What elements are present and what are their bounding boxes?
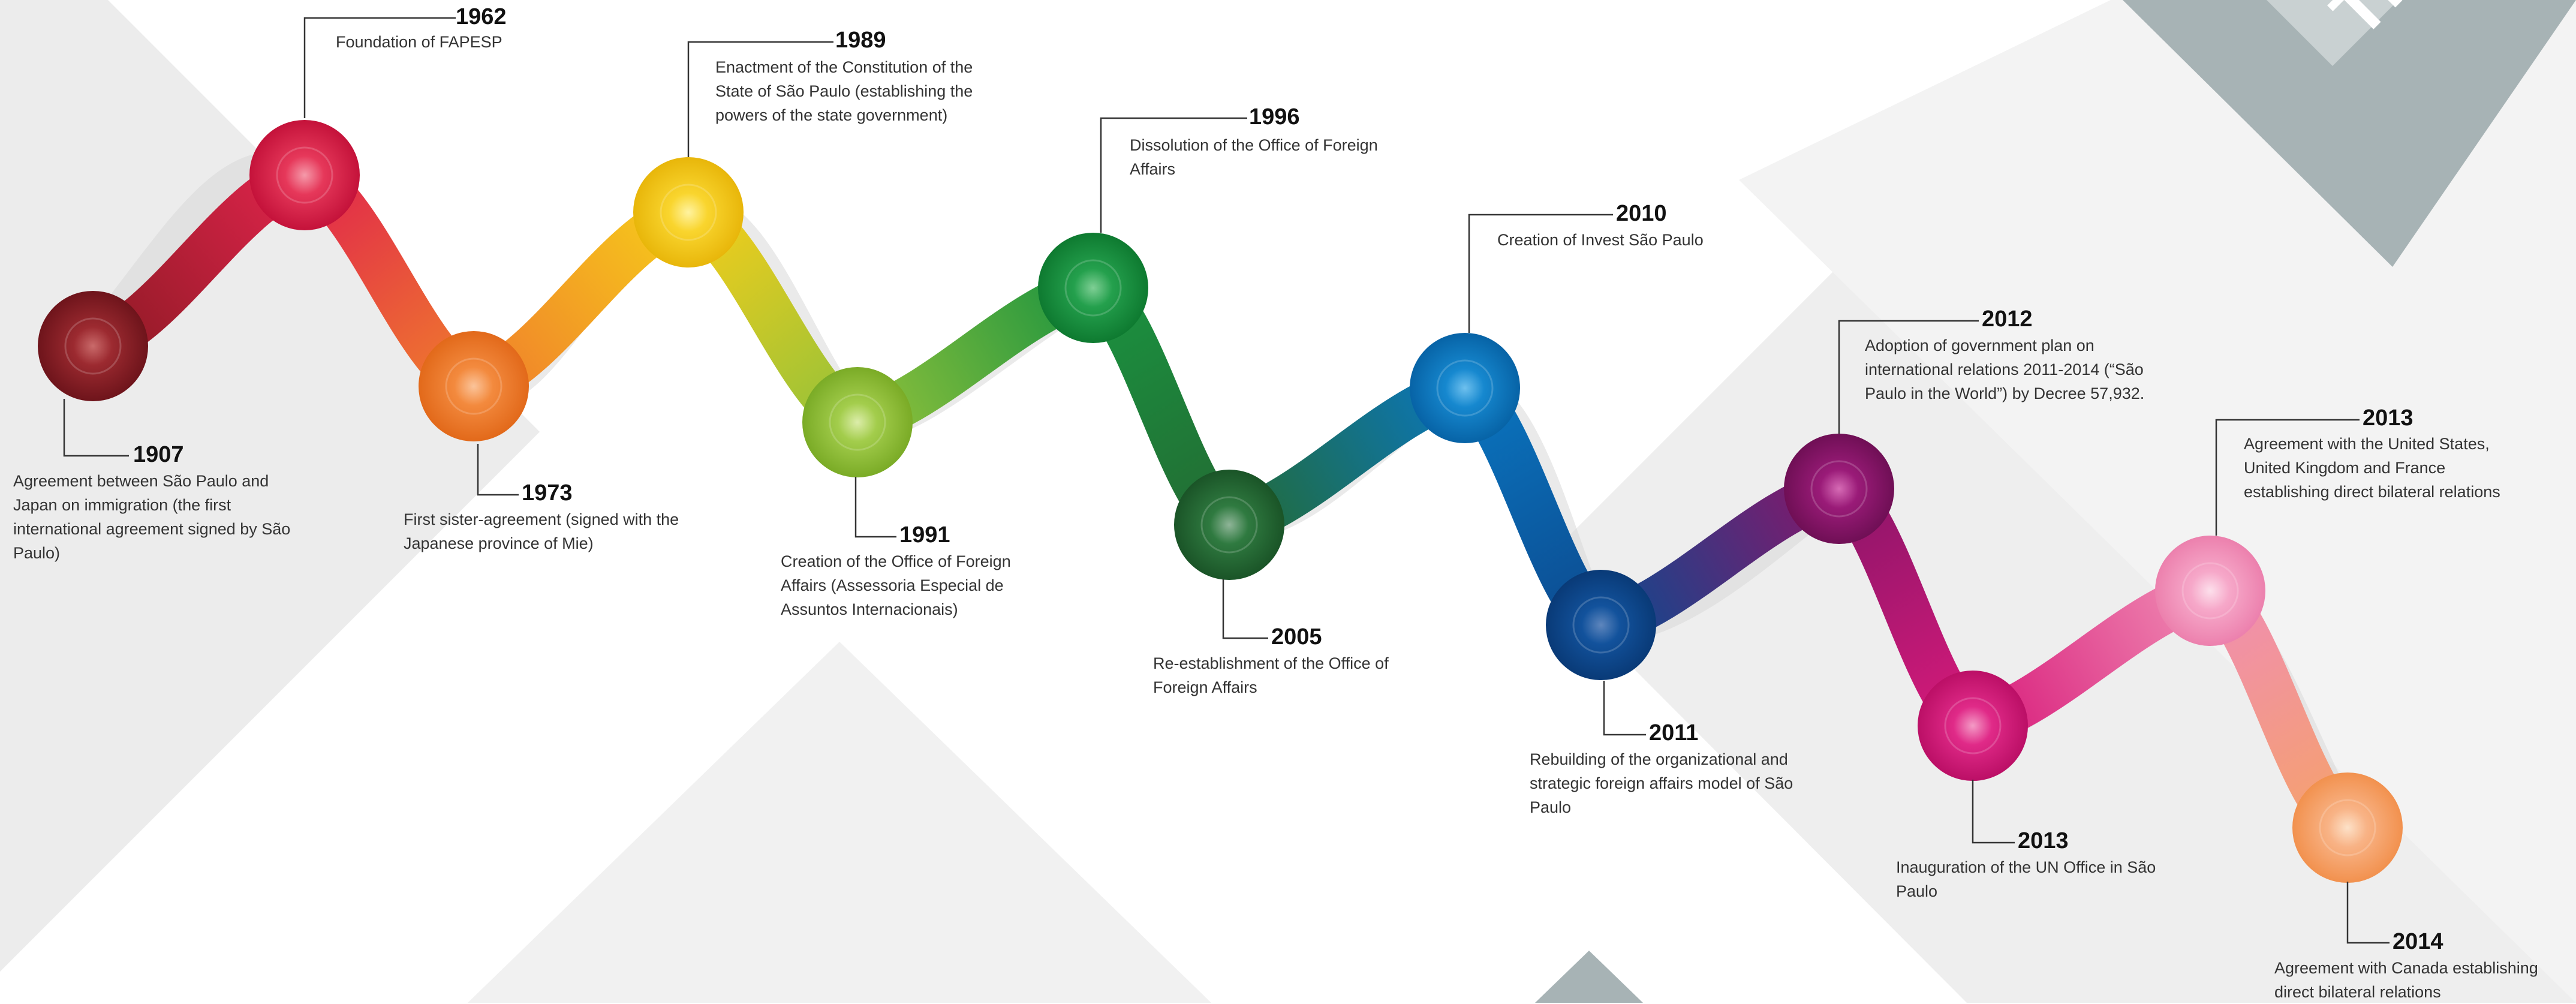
- event-description: Rebuilding of the organizational and str…: [1530, 750, 1793, 816]
- event-description: Inauguration of the UN Office in São Pau…: [1896, 858, 2156, 900]
- connector-2011: [1603, 681, 1646, 736]
- event-description: Re-establishment of the Office of Foreig…: [1153, 654, 1389, 696]
- event-description: Adoption of government plan on internati…: [1865, 336, 2145, 402]
- timeline-node-2005: [1174, 470, 1284, 580]
- timeline-node-2010: [1410, 333, 1520, 443]
- connector-2012: [1838, 320, 1979, 434]
- event-year: 2010: [1616, 201, 1667, 226]
- corner-banner: [2123, 0, 2576, 267]
- connector-2005: [1222, 579, 1268, 639]
- event-year: 1973: [522, 480, 573, 506]
- timeline-node-2011: [1546, 570, 1656, 680]
- timeline-node-1989: [633, 157, 744, 267]
- event-description: Agreement with the United States, United…: [2244, 435, 2500, 501]
- event-description: Creation of Invest São Paulo: [1497, 231, 1704, 249]
- event-year: 1991: [899, 522, 950, 548]
- event-description: Foundation of FAPESP: [336, 33, 502, 51]
- timeline-node-1973: [419, 331, 529, 441]
- connector-1907: [63, 399, 129, 457]
- connector-lines: [63, 17, 2390, 944]
- timeline-nodes: [38, 120, 2403, 883]
- connector-2013b: [2215, 419, 2360, 536]
- timeline-node-2013: [2155, 536, 2265, 646]
- timeline-node-2014: [2292, 772, 2403, 883]
- bg-triangle-left: [0, 0, 540, 972]
- bg-triangle-small: [1535, 951, 1643, 1003]
- event-year: 2013: [2018, 828, 2069, 853]
- event-year: 2013: [2363, 405, 2414, 431]
- bg-triangle-far-right: [1739, 0, 2576, 1003]
- timeline-node-1907: [38, 291, 148, 401]
- event-year: 1989: [835, 28, 886, 53]
- connector-1989: [687, 41, 833, 157]
- event-description: Dissolution of the Office of Foreign Aff…: [1130, 136, 1378, 178]
- event-year: 1996: [1249, 104, 1300, 130]
- timeline-node-2013: [1918, 671, 2028, 781]
- timeline-node-1996: [1038, 233, 1148, 343]
- connector-1973: [477, 444, 519, 496]
- event-year: 2014: [2393, 929, 2443, 954]
- event-year: 2012: [1982, 306, 2033, 332]
- event-year: 1962: [456, 4, 507, 29]
- event-description: Agreement with Canada establishing direc…: [2274, 959, 2538, 1001]
- event-year: 2011: [1649, 720, 1699, 746]
- event-description: Enactment of the Constitution of the Sta…: [715, 58, 973, 124]
- connector-1996: [1100, 117, 1247, 233]
- timeline-node-2012: [1784, 434, 1894, 544]
- event-description: Agreement between São Paulo and Japan on…: [13, 472, 291, 562]
- corner-banner-light: [2267, 0, 2399, 66]
- connector-1962: [303, 17, 456, 118]
- bg-triangle-bottom: [468, 642, 1211, 1003]
- connector-2013a: [1972, 780, 2015, 844]
- event-year: 2005: [1271, 624, 1322, 650]
- event-description: First sister-agreement (signed with the …: [404, 510, 679, 552]
- timeline-node-1962: [249, 120, 360, 230]
- connector-2014: [2346, 882, 2390, 944]
- event-year: 1907: [133, 442, 184, 467]
- connector-1991: [854, 477, 896, 538]
- connector-2010: [1468, 214, 1613, 333]
- timeline-node-1991: [802, 367, 913, 477]
- event-description: Creation of the Office of Foreign Affair…: [781, 552, 1011, 618]
